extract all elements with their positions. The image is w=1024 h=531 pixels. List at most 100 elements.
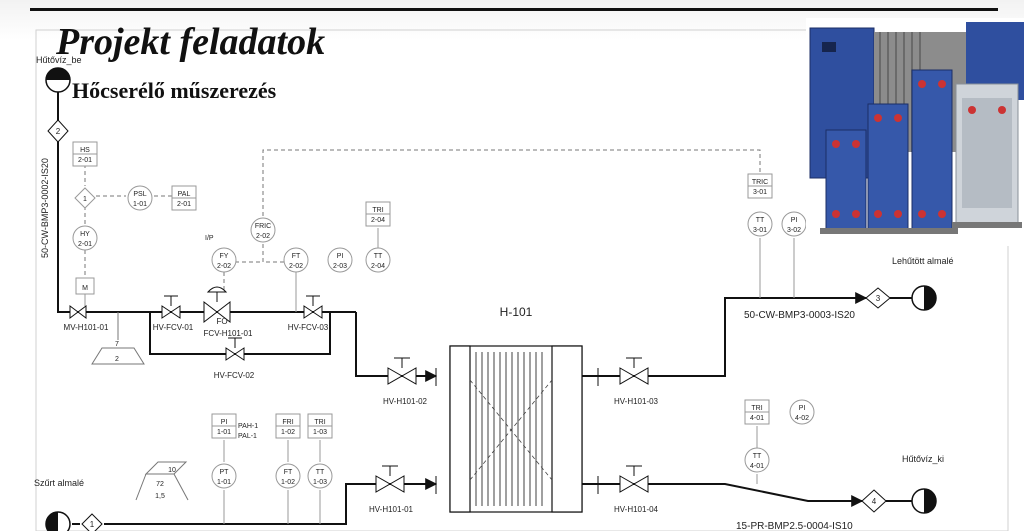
valve-mv-h101-01[interactable] <box>69 305 87 319</box>
phe-unit-front-3 <box>906 69 958 234</box>
pump-num-top: 7 <box>115 341 119 348</box>
valve-hv-h101-03[interactable] <box>619 357 649 385</box>
instrument-fy-2-02[interactable]: FY2-02 <box>211 247 237 273</box>
instrument-tt-1-03[interactable]: TT 1-03 <box>307 463 333 489</box>
instrument-number: 2-04 <box>371 263 385 270</box>
instrument-number: 2-01 <box>177 201 191 208</box>
instrument-1-1[interactable]: 1 <box>74 187 96 209</box>
cw-hx-out-line <box>582 292 868 377</box>
instrument-pt-1-01[interactable]: PT1-01 <box>211 463 237 489</box>
process-lines <box>57 90 912 525</box>
instrument-tag: TT <box>316 469 325 476</box>
instrument-number: 1-03 <box>313 429 327 436</box>
slide-title: Projekt feladatok <box>56 21 326 63</box>
tank-num-b: 72 <box>156 481 164 488</box>
label-hv-fcv-03: HV-FCV-03 <box>288 323 329 332</box>
instrument-number: 2-04 <box>371 217 385 224</box>
signal-lines <box>84 149 761 292</box>
valve-hv-h101-01[interactable] <box>375 465 405 493</box>
valve-hv-fcv-02[interactable] <box>225 337 245 361</box>
valve-symbols <box>69 286 649 493</box>
instrument-pi-3-02[interactable]: PI3-02 <box>781 211 807 237</box>
valve-hv-fcv-03[interactable] <box>303 295 323 319</box>
instrument-number: 4-02 <box>795 415 809 422</box>
hx-tag: H-101 <box>500 305 533 319</box>
instrument-tag: TRI <box>751 405 762 412</box>
label-hv-h101-01: HV-H101-01 <box>369 505 414 514</box>
instrument-pi-2-03[interactable]: PI 2-03 <box>327 247 353 273</box>
tank-num-a: 10 <box>168 467 176 474</box>
stream-cw-out-terminal[interactable] <box>911 285 937 311</box>
stream-juice-out-terminal[interactable] <box>911 488 937 514</box>
label-line-cw-in: 50-CW-BMP3-0002-IS20 <box>40 158 50 258</box>
pump[interactable] <box>91 312 145 365</box>
tank[interactable] <box>135 461 189 501</box>
cw-hx-in-line <box>355 312 438 382</box>
label-juice-out: Lehűtött almalé <box>892 256 954 266</box>
motor-label: M <box>82 285 88 292</box>
instrument-number: 2-03 <box>333 263 347 270</box>
instrument-number: 4-01 <box>750 415 764 422</box>
label-cooling-out: Hűtővíz_ki <box>902 454 944 464</box>
instrument-number: 4-01 <box>750 463 764 470</box>
instrument-number: 1-03 <box>313 479 327 486</box>
instrument-taps <box>223 228 795 524</box>
instrument-tag: PI <box>337 253 344 260</box>
instrument-pi-4-02[interactable]: PI4-02 <box>789 399 815 425</box>
valve-fcv-h101-01[interactable] <box>203 286 231 324</box>
label-hv-h101-04: HV-H101-04 <box>614 505 659 514</box>
heat-exchanger[interactable] <box>435 345 599 513</box>
instrument-tri-4-01[interactable]: TRI 4-01 <box>744 399 770 425</box>
label-ip: I/P <box>205 235 214 242</box>
valve-hv-h101-02[interactable] <box>387 357 417 385</box>
instrument-ft-2-02[interactable]: FT2-02 <box>283 247 309 273</box>
juice-outlet-line <box>582 483 864 507</box>
pump-num-bottom: 2 <box>115 356 119 363</box>
instrument-number: 1-02 <box>281 479 295 486</box>
instruments-layer: HS2-011HY2-01PSL1-01PAL2-01FRIC2-02FY2-0… <box>72 141 815 489</box>
label-fo: FO <box>216 317 227 326</box>
label-pah: PAH-1 <box>238 423 258 430</box>
instrument-number: 1-01 <box>217 429 231 436</box>
juice-inlet-line <box>104 478 438 525</box>
label-line-cw-out: 50-CW-BMP3-0003-IS20 <box>744 310 855 321</box>
instrument-tag: TT <box>753 453 762 460</box>
valve-hv-h101-04[interactable] <box>619 465 649 493</box>
label-pal: PAL-1 <box>238 433 257 440</box>
valve-hv-fcv-01[interactable] <box>161 295 181 319</box>
stream-cooling-in-terminal[interactable] <box>45 67 71 93</box>
instrument-number: 2-02 <box>256 233 270 240</box>
title-rule <box>30 8 998 11</box>
phe-unit-front-1 <box>820 129 872 234</box>
instrument-hy-2-01[interactable]: HY2-01 <box>72 225 98 251</box>
label-hv-fcv-01: HV-FCV-01 <box>153 323 194 332</box>
instrument-tt-4-01[interactable]: TT 4-01 <box>744 447 770 473</box>
instrument-tag: HY <box>80 231 90 238</box>
instrument-tag: TRIC <box>752 179 768 186</box>
instrument-tric-3-01[interactable]: TRIC 3-01 <box>747 173 773 199</box>
stream-num-4: 4 <box>872 497 877 506</box>
instrument-number: 3-01 <box>753 189 767 196</box>
stream-numbers: 2 1 3 4 <box>56 127 881 529</box>
instrument-tt-2-04[interactable]: TT 2-04 <box>365 247 391 273</box>
instrument-number: 1-02 <box>281 429 295 436</box>
instrument-number: 1-01 <box>217 479 231 486</box>
instrument-pi-1-01[interactable]: PI1-01 <box>211 413 237 439</box>
instrument-tag: PI <box>791 217 798 224</box>
instrument-ft-1-02[interactable]: FT1-02 <box>275 463 301 489</box>
valve-labels: MV-H101-01 HV-FCV-01 FO FCV-H101-01 HV-F… <box>64 317 659 514</box>
instrument-tt-3-01[interactable]: TT3-01 <box>747 211 773 237</box>
instrument-number: 2-01 <box>78 157 92 164</box>
instrument-tag: TT <box>374 253 383 260</box>
stream-juice-in-terminal[interactable] <box>45 511 71 531</box>
instrument-tag: FT <box>292 253 301 260</box>
instrument-number: 1-01 <box>133 201 147 208</box>
instrument-hs-2-01[interactable]: HS2-01 <box>72 141 98 167</box>
